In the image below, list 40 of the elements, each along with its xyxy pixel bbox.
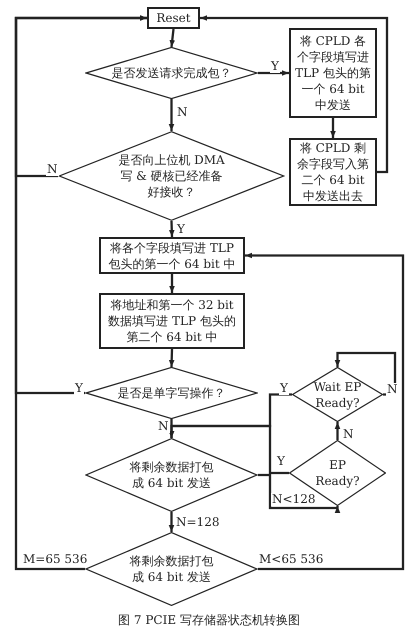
- process-box: 将 CPLD 各个字段填写进 TLP 包头的第一个 64 bit 中发送: [289, 28, 377, 118]
- decision-diamond: 是否是单字写操作？: [85, 367, 258, 419]
- arrow: [258, 70, 289, 76]
- edge-label: Y: [270, 60, 280, 73]
- process-box: Reset: [147, 7, 200, 29]
- arrow: [200, 15, 388, 174]
- arrow: [245, 252, 404, 570]
- edge-label: Y: [279, 382, 289, 395]
- process-box: 将各个字段填写进 TLP 包头的第一个 64 bit 中: [99, 237, 245, 274]
- edge-label: N=128: [175, 516, 220, 529]
- process-box: 将 CPLD 剩余字段写入第二个 64 bit 中发送出去: [289, 138, 377, 206]
- arrow: [168, 220, 175, 238]
- process-box: 将地址和第一个 32 bit 数据填写进 TLP 包头的第二个 64 bit 中: [99, 293, 245, 349]
- arrow: [168, 512, 174, 532]
- decision-diamond: 是否发送请求完成包？: [85, 47, 258, 99]
- decision-diamond: Wait EP Ready?: [292, 367, 383, 422]
- arrow: [168, 348, 174, 368]
- arrow: [334, 352, 396, 396]
- arrow: [168, 99, 174, 131]
- edge-label: Y: [276, 455, 286, 468]
- edge-label: N<128: [271, 493, 316, 506]
- arrow: [334, 422, 340, 440]
- edge-label: N: [386, 383, 398, 396]
- arrow: [169, 274, 175, 293]
- edge-label: M<65 536: [258, 553, 324, 566]
- edge-label: Y: [176, 223, 186, 236]
- arrow: [170, 28, 176, 48]
- edge-label: N: [157, 420, 170, 433]
- edge-label: N: [46, 163, 58, 176]
- caption: 图 7 PCIE 写存储器状态机转换图: [117, 612, 301, 629]
- edge-label: M=65 536: [22, 553, 88, 566]
- edge-label: N: [176, 106, 188, 119]
- edge-label: N: [342, 428, 354, 441]
- decision-diamond: 是否向上位机 DMA 写 & 硬核已经准备好接收？: [58, 131, 285, 221]
- edge-label: Y: [74, 382, 84, 395]
- arrow: [168, 424, 289, 474]
- arrow: [14, 15, 147, 570]
- arrow: [330, 118, 336, 138]
- decision-diamond: 将剩余数据打包成 64 bit 发送: [85, 438, 258, 512]
- arrow: [258, 474, 340, 513]
